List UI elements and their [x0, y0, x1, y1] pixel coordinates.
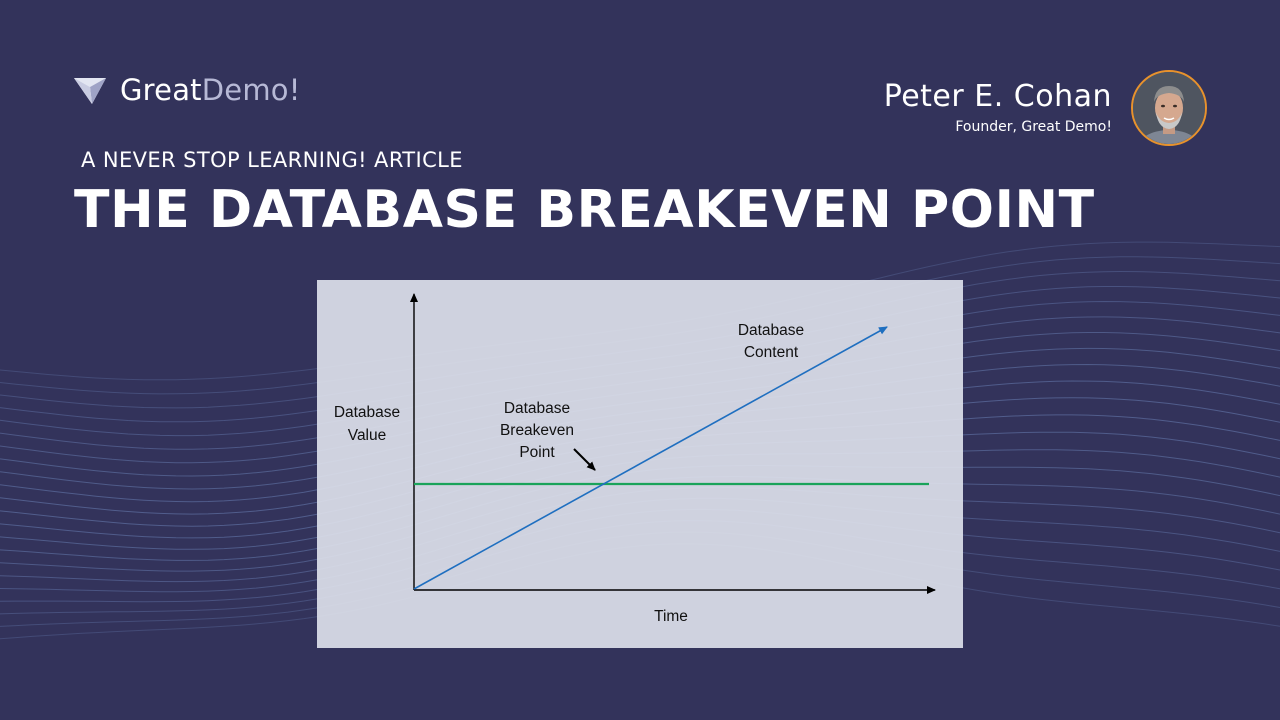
- database-content-line: [413, 326, 888, 590]
- breakeven-label-line-1: Database: [504, 400, 570, 417]
- breakeven-label-line-3: Point: [519, 444, 555, 461]
- brand-logo: GreatDemo!: [74, 72, 301, 108]
- author-avatar: [1131, 70, 1207, 146]
- y-axis-label-line-1: Database: [334, 404, 400, 421]
- breakeven-label-line-2: Breakeven: [500, 422, 574, 439]
- logo-wordmark: GreatDemo!: [120, 72, 301, 108]
- author-portrait: [1133, 72, 1205, 144]
- y-axis-label-line-2: Value: [348, 427, 387, 444]
- logo-word-great: Great: [120, 73, 202, 107]
- logo-word-demo: Demo!: [201, 73, 301, 107]
- author-title: Founder, Great Demo!: [955, 119, 1112, 135]
- content-label-line-2: Content: [744, 344, 799, 361]
- x-axis-label: Time: [654, 608, 688, 625]
- article-kicker: A NEVER STOP LEARNING! ARTICLE: [81, 148, 463, 172]
- breakeven-diagram-svg: Database Value Database Breakeven Point …: [317, 280, 963, 648]
- greatdemo-triangle-icon: [74, 78, 106, 104]
- article-headline: THE DATABASE BREAKEVEN POINT: [74, 180, 1095, 240]
- author-name: Peter E. Cohan: [883, 79, 1112, 114]
- breakeven-pointer-arrow: [573, 448, 596, 471]
- content-label-line-1: Database: [738, 322, 804, 339]
- breakeven-diagram: Database Value Database Breakeven Point …: [317, 280, 963, 648]
